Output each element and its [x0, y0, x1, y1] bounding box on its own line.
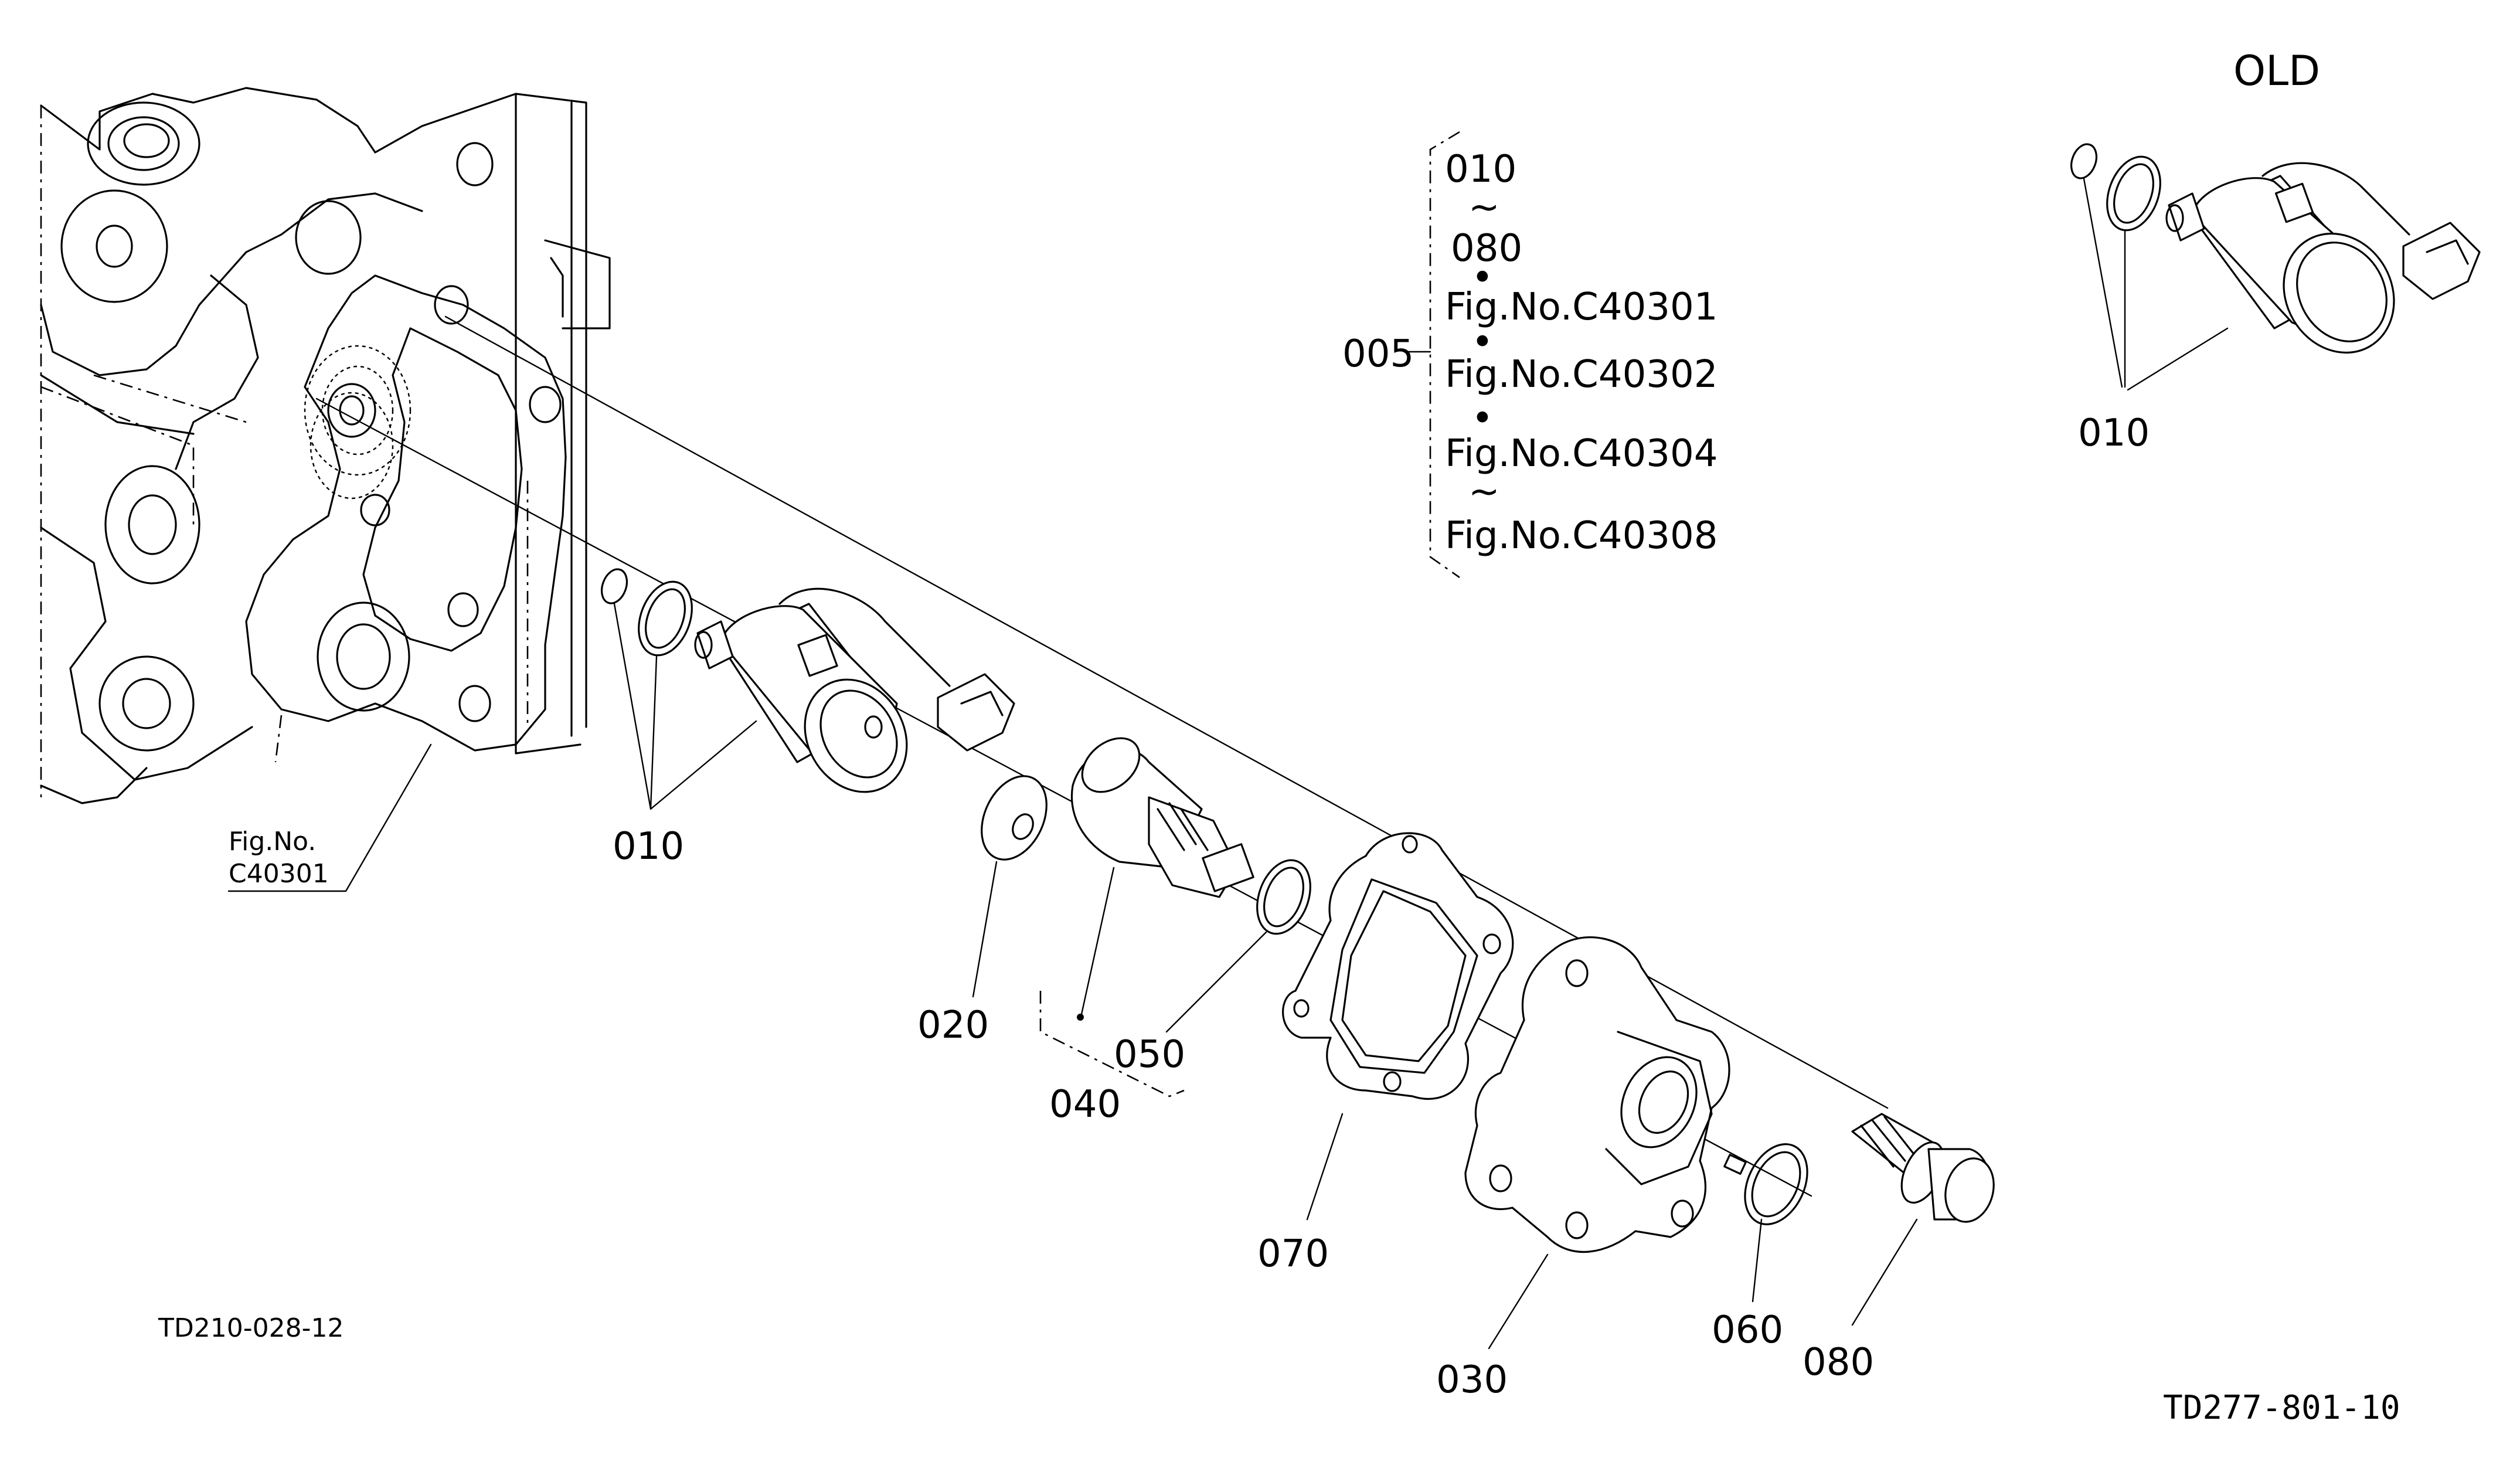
note-fig-4: Fig.No.C40308 [1445, 514, 1718, 558]
bolt-icon [1851, 1113, 1995, 1223]
o-ring-icon [600, 568, 693, 657]
leader-070 [1306, 1113, 1344, 1221]
label-010-old: 010 [2078, 412, 2150, 455]
note-range-end: 080 [1451, 227, 1522, 270]
label-050: 050 [1114, 1033, 1185, 1076]
code-left: TD210-028-12 [158, 1313, 344, 1343]
note-fig-1: Fig.No.C40301 [1445, 286, 1718, 329]
cover-icon [1464, 936, 1730, 1253]
leader-060 [1752, 1218, 1763, 1303]
label-010: 010 [613, 825, 684, 868]
leader-010 [613, 603, 757, 810]
leader-050 [1165, 931, 1267, 1033]
note-tilde-2: ~ [1468, 470, 1500, 514]
note-range-start: 010 [1445, 148, 1516, 191]
leader-010-old [2083, 178, 2229, 391]
solenoid-icon [2165, 162, 2481, 354]
label-030: 030 [1436, 1358, 1508, 1402]
note-fig-2: Fig.No.C40302 [1445, 353, 1718, 396]
label-020: 020 [917, 1004, 989, 1047]
note-dot-1: • [1471, 256, 1494, 300]
note-dot-2: • [1471, 321, 1494, 364]
washer-icon [981, 775, 1048, 861]
code-right: TD277-801-10 [2163, 1389, 2400, 1427]
snap-ring-icon [1723, 1143, 1808, 1225]
bracket-040 [1039, 991, 1185, 1097]
label-005: 005 [1342, 332, 1414, 376]
leader-080 [1851, 1218, 1918, 1326]
label-080: 080 [1803, 1341, 1874, 1384]
old-label: OLD [2233, 47, 2320, 95]
note-dot-3: • [1471, 397, 1494, 440]
gasket-icon [1282, 832, 1514, 1100]
o-ring-icon [1256, 859, 1311, 935]
valve-icon [1071, 737, 1254, 898]
fig-ref-leader [227, 743, 432, 892]
label-040: 040 [1049, 1083, 1121, 1126]
label-060: 060 [1712, 1309, 1783, 1352]
fig-ref-line2: C40301 [229, 859, 329, 889]
housing-drawing [40, 87, 611, 804]
leader-040 [1080, 866, 1115, 1015]
label-070: 070 [1257, 1232, 1329, 1276]
solenoid-icon [694, 587, 1015, 793]
leader-040-dot [1077, 1014, 1084, 1021]
note-fig-3: Fig.No.C40304 [1445, 432, 1718, 475]
fig-ref-line1: Fig.No. [229, 827, 316, 857]
note-tilde-1: ~ [1468, 186, 1500, 229]
leader-020 [972, 861, 998, 998]
o-ring-icon [2070, 143, 2161, 232]
leader-030 [1488, 1253, 1549, 1350]
